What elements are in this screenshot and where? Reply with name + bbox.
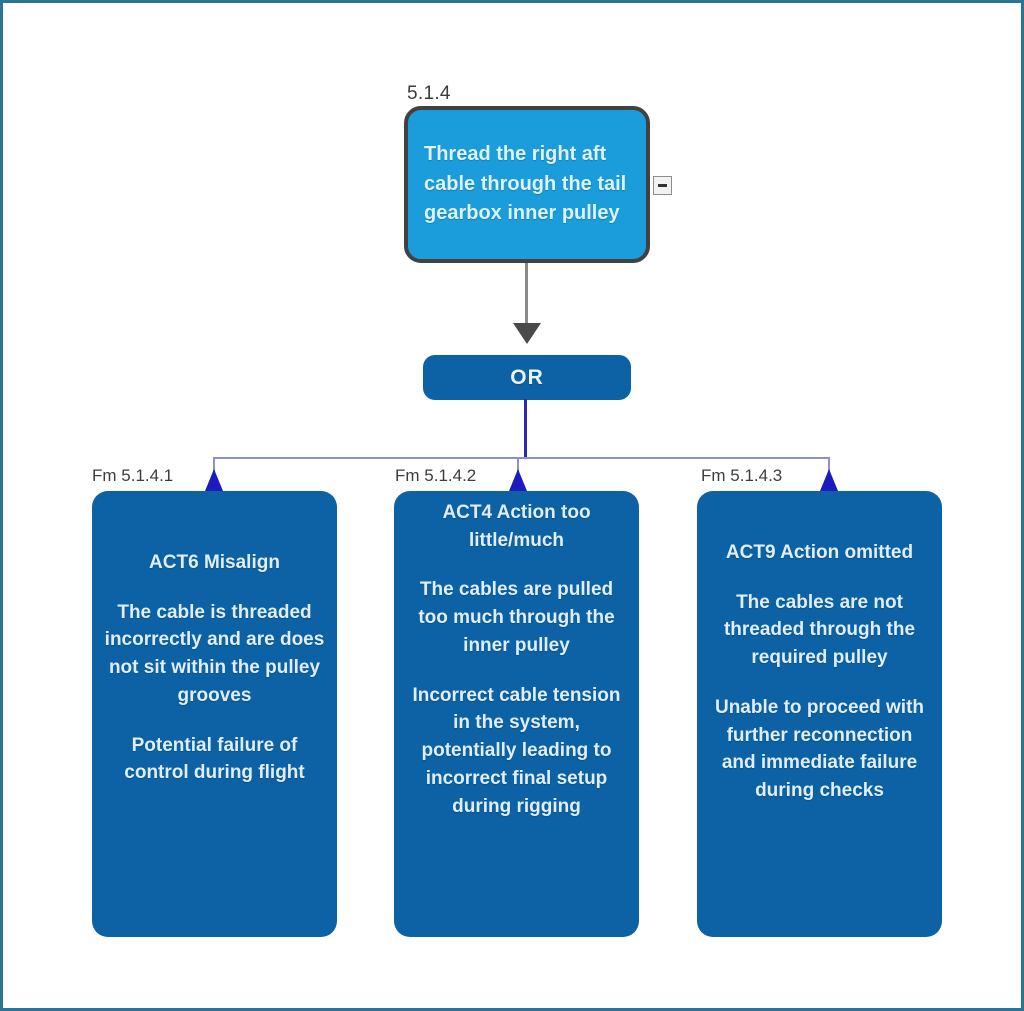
root-node-id-label: 5.1.4 — [407, 83, 451, 104]
failure-mode-card-2[interactable]: ACT4 Action too little/much The cables a… — [394, 491, 639, 937]
connector-arrowhead-1-icon — [205, 469, 223, 491]
connector-root-to-gate-line — [525, 263, 528, 327]
card-2-paragraph-2: The cables are pulled too much through t… — [418, 579, 615, 656]
child-node-id-label-3: Fm 5.1.4.3 — [701, 466, 783, 485]
connector-arrowhead-2-icon — [509, 469, 527, 491]
connector-horizontal-bus — [213, 457, 829, 459]
card-2-paragraph-3: Incorrect cable tension in the system, p… — [412, 684, 621, 817]
card-1-paragraph-1: ACT6 Misalign — [149, 552, 280, 573]
card-3-paragraph-2: The cables are not threaded through the … — [723, 591, 916, 669]
child-node-id-label-2: Fm 5.1.4.2 — [395, 466, 477, 485]
card-3-paragraph-1: ACT9 Action omitted — [725, 542, 914, 563]
or-gate[interactable]: OR — [423, 355, 631, 400]
failure-mode-card-3[interactable]: ACT9 Action omitted The cables are not t… — [697, 491, 942, 937]
failure-mode-card-1[interactable]: ACT6 Misalign The cable is threaded inco… — [92, 491, 337, 937]
connector-root-to-gate-arrowhead-icon — [513, 323, 541, 344]
card-1-paragraph-2: The cable is threaded incorrectly and ar… — [104, 601, 325, 706]
card-3-paragraph-3: Unable to proceed with further reconnect… — [714, 696, 925, 802]
card-1-paragraph-3: Potential failure of control during flig… — [124, 734, 305, 784]
connector-gate-stem — [524, 399, 527, 459]
root-node-text: Thread the right aft cable through the t… — [424, 143, 627, 225]
connector-arrowhead-3-icon — [820, 469, 838, 491]
minus-glyph — [658, 184, 667, 187]
child-node-id-label-1: Fm 5.1.4.1 — [92, 466, 174, 485]
connector-drop-3 — [828, 457, 830, 479]
or-gate-label: OR — [510, 365, 544, 389]
card-2-paragraph-1: ACT4 Action too little/much — [442, 502, 591, 551]
connector-drop-2 — [517, 457, 519, 479]
root-node-task[interactable]: Thread the right aft cable through the t… — [404, 106, 650, 263]
connector-drop-1 — [213, 457, 215, 479]
collapse-minus-icon[interactable] — [653, 176, 672, 195]
